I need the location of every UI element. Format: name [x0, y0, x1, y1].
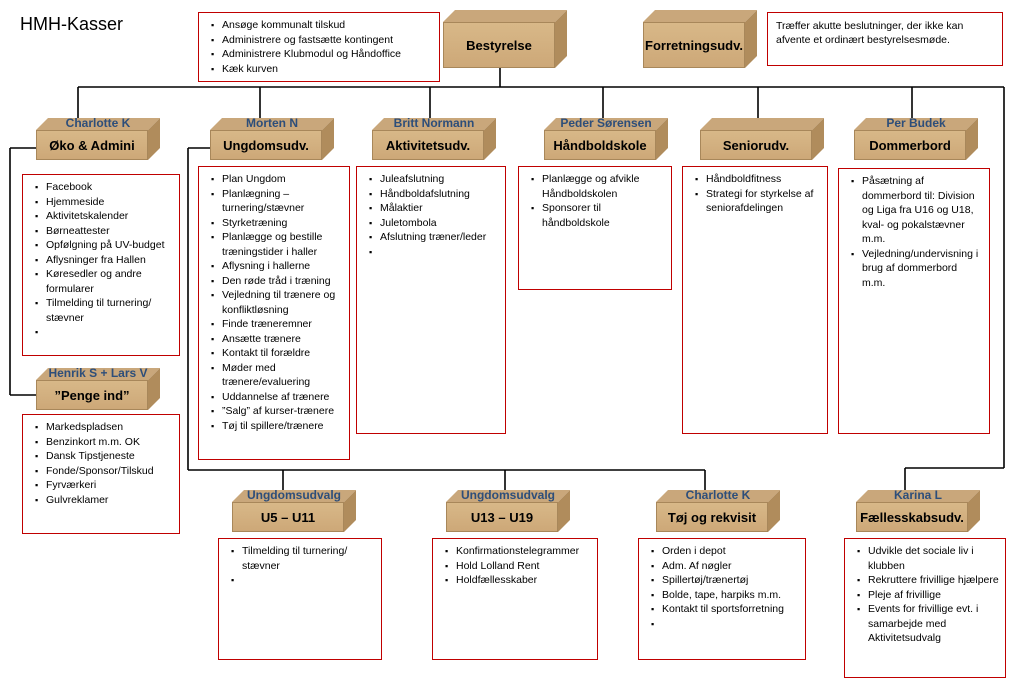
faelles-task-list: Udvikle det sociale liv i klubbenRekrutt…: [844, 538, 1006, 678]
list-item: Strategi for styrkelse af seniorafdeling…: [695, 187, 821, 216]
list-item: Målaktier: [369, 201, 499, 216]
skole-task-list: Planlægge og afvikle HåndboldskolenSpons…: [518, 166, 672, 290]
list-item: Fyrværkeri: [35, 478, 173, 493]
senior-task-list: HåndboldfitnessStrategi for styrkelse af…: [682, 166, 828, 434]
dommer-person: Per Budek: [886, 116, 946, 130]
list-item: Styrketræning: [211, 216, 343, 231]
u5-label: U5 – U11: [232, 502, 344, 532]
list-item: Konfirmationstelegrammer: [445, 544, 591, 559]
dommer-task-list: Påsætning af dommerbord til: Division og…: [838, 168, 990, 434]
list-item: Udvikle det sociale liv i klubben: [857, 544, 999, 573]
pengeind-label: ”Penge ind”: [36, 380, 148, 410]
u13-label: U13 – U19: [446, 502, 558, 532]
okoadmin-task-list: FacebookHjemmesideAktivitetskalenderBørn…: [22, 174, 180, 356]
list-item: Kæk kurven: [211, 62, 433, 77]
list-item: [651, 617, 799, 632]
list-item: Events for frivillige evt. i samarbejde …: [857, 602, 999, 646]
list-item: Finde træneremner: [211, 317, 343, 332]
u5-person: Ungdomsudvalg: [246, 488, 341, 502]
list-item: Kontakt til forældre: [211, 346, 343, 361]
list-item: Afslutning træner/leder: [369, 230, 499, 245]
list-item: [231, 573, 375, 588]
list-item: Plan Ungdom: [211, 172, 343, 187]
ungdom-person: Morten N: [246, 116, 298, 130]
page-title: HMH-Kasser: [20, 14, 124, 34]
list-item: Kontakt til sportsforretning: [651, 602, 799, 617]
bestyrelse-label: Bestyrelse: [443, 22, 555, 68]
list-item: Aflysninger fra Hallen: [35, 253, 173, 268]
skole-person: Peder Sørensen: [560, 116, 652, 130]
ungdom-label: Ungdomsudv.: [210, 130, 322, 160]
pengeind-person: Henrik S + Lars V: [48, 366, 148, 380]
aktivitet-label: Aktivitetsudv.: [372, 130, 484, 160]
aktivitet-task-list: JuleafslutningHåndboldafslutningMålaktie…: [356, 166, 506, 434]
list-item: Fonde/Sponsor/Tilskud: [35, 464, 173, 479]
skole-label: Håndboldskole: [544, 130, 656, 160]
list-item: Ansætte trænere: [211, 332, 343, 347]
list-item: Juletombola: [369, 216, 499, 231]
list-item: Ansøge kommunalt tilskud: [211, 18, 433, 33]
pengeind-task-list: MarkedspladsenBenzinkort m.m. OKDansk Ti…: [22, 414, 180, 534]
list-item: Vejledning/undervisning i brug af dommer…: [851, 247, 983, 291]
list-item: Håndboldafslutning: [369, 187, 499, 202]
list-item: Holdfællesskaber: [445, 573, 591, 588]
list-item: Møder med trænere/evaluering: [211, 361, 343, 390]
list-item: Gulvreklamer: [35, 493, 173, 508]
list-item: ”Salg” af kurser-trænere: [211, 404, 343, 419]
senior-label: Seniorudv.: [700, 130, 812, 160]
list-item: Benzinkort m.m. OK: [35, 435, 173, 450]
toj-task-list: Orden i depotAdm. Af nøglerSpillertøj/tr…: [638, 538, 806, 660]
list-item: Planlægning – turnering/stævner: [211, 187, 343, 216]
list-item: Køresedler og andre formularer: [35, 267, 173, 296]
list-item: Børneattester: [35, 224, 173, 239]
forretning-note: Træffer akutte beslutninger, der ikke ka…: [767, 12, 1003, 66]
list-item: Facebook: [35, 180, 173, 195]
list-item: Uddannelse af trænere: [211, 390, 343, 405]
u5-task-list: Tilmelding til turnering/ stævner: [218, 538, 382, 660]
list-item: Administrere og fastsætte kontingent: [211, 33, 433, 48]
okoadmin-person: Charlotte K: [65, 116, 131, 130]
list-item: Aflysning i hallerne: [211, 259, 343, 274]
okoadmin-label: Øko & Admini: [36, 130, 148, 160]
list-item: Markedspladsen: [35, 420, 173, 435]
toj-person: Charlotte K: [685, 488, 751, 502]
list-item: Tøj til spillere/trænere: [211, 419, 343, 434]
list-item: Rekruttere frivillige hjælpere: [857, 573, 999, 588]
list-item: Tilmelding til turnering/ stævner: [231, 544, 375, 573]
bestyrelse-task-list: Ansøge kommunalt tilskudAdministrere og …: [198, 12, 440, 82]
list-item: Dansk Tipstjeneste: [35, 449, 173, 464]
aktivitet-person: Britt Normann: [393, 116, 475, 130]
list-item: Tilmelding til turnering/ stævner: [35, 296, 173, 325]
list-item: Håndboldfitness: [695, 172, 821, 187]
ungdom-task-list: Plan UngdomPlanlægning – turnering/stævn…: [198, 166, 350, 460]
list-item: Bolde, tape, harpiks m.m.: [651, 588, 799, 603]
dommer-label: Dommerbord: [854, 130, 966, 160]
list-item: Påsætning af dommerbord til: Division og…: [851, 174, 983, 247]
list-item: [35, 325, 173, 340]
list-item: Planlægge og afvikle Håndboldskolen: [531, 172, 665, 201]
list-item: Sponsorer til håndboldskole: [531, 201, 665, 230]
list-item: Aktivitetskalender: [35, 209, 173, 224]
list-item: Pleje af frivillige: [857, 588, 999, 603]
faelles-person: Karina L: [893, 488, 942, 502]
list-item: Orden i depot: [651, 544, 799, 559]
list-item: Juleafslutning: [369, 172, 499, 187]
list-item: Den røde tråd i træning: [211, 274, 343, 289]
list-item: Adm. Af nøgler: [651, 559, 799, 574]
faelles-label: Fællesskabsudv.: [856, 502, 968, 532]
list-item: Spillertøj/trænertøj: [651, 573, 799, 588]
u13-person: Ungdomsudvalg: [460, 488, 555, 502]
list-item: Hjemmeside: [35, 195, 173, 210]
list-item: [369, 245, 499, 260]
list-item: Administrere Klubmodul og Håndoffice: [211, 47, 433, 62]
toj-label: Tøj og rekvisit: [656, 502, 768, 532]
u13-task-list: KonfirmationstelegrammerHold Lolland Ren…: [432, 538, 598, 660]
list-item: Opfølgning på UV-budget: [35, 238, 173, 253]
list-item: Planlægge og bestille træningstider i ha…: [211, 230, 343, 259]
list-item: Hold Lolland Rent: [445, 559, 591, 574]
list-item: Vejledning til trænere og konfliktløsnin…: [211, 288, 343, 317]
forretning-label: Forretningsudv.: [643, 22, 745, 68]
